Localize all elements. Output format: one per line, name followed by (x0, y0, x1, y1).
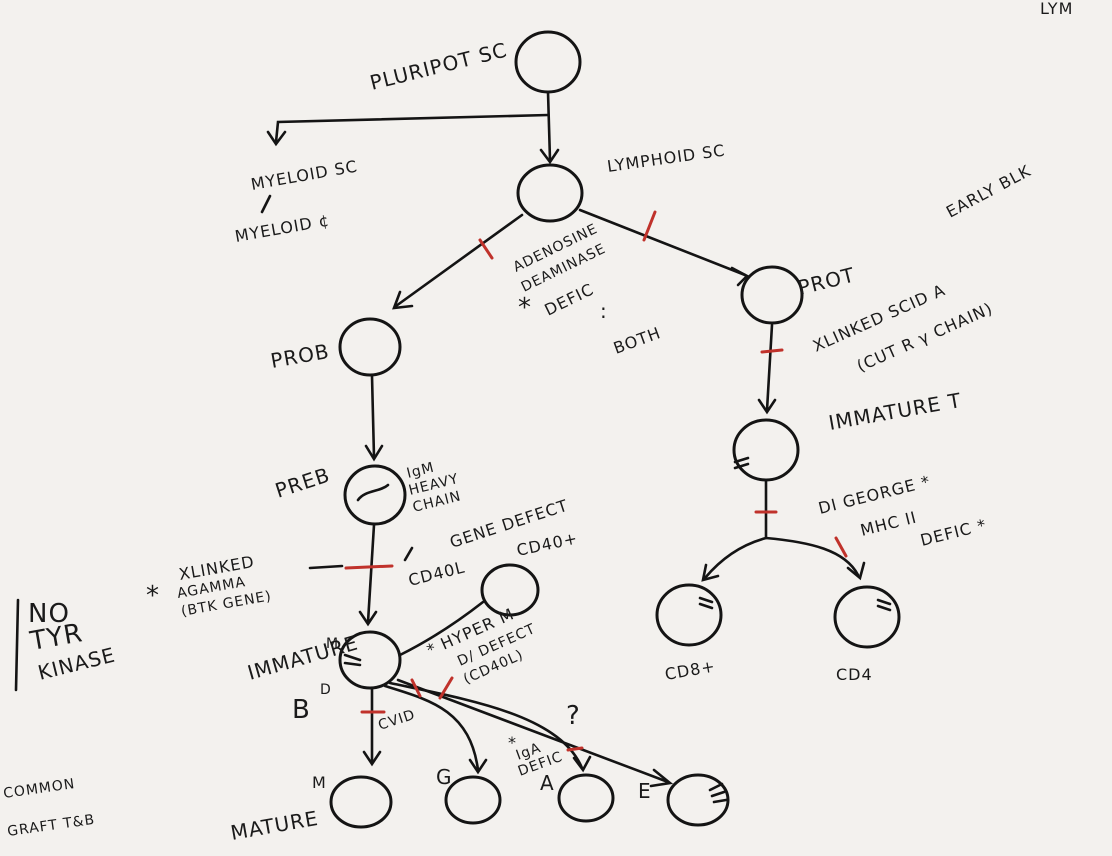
arrowhead (757, 398, 777, 415)
gene-defect-pointer (403, 546, 414, 562)
arrowhead (362, 750, 382, 767)
pre-b-note-1: IgM (405, 460, 436, 482)
block-immature-b-to-a (438, 676, 454, 700)
arrowhead (730, 266, 750, 287)
immature-b-receptor-mark (343, 653, 362, 667)
arrowhead (364, 444, 384, 462)
arrowhead (539, 148, 560, 165)
arrowhead (572, 755, 592, 773)
label-myeloid-sc: MYELOID SC (249, 156, 359, 193)
arrow-myeloid-to-cell (260, 194, 272, 214)
label-cd8: CD8+ (663, 656, 717, 684)
question-mark: ? (566, 701, 581, 731)
pro-b-cell (338, 317, 402, 377)
mhc-line-1: MHC II (858, 508, 918, 540)
cd8-receptor-mark (698, 596, 714, 610)
label-cd4: CD4 (836, 665, 873, 684)
arrow-prob-to-preb (370, 374, 376, 459)
arrow-lymphoid-to-prob (394, 213, 524, 308)
arrowhead (846, 561, 866, 581)
no-tyr-1: NO (28, 599, 70, 629)
xlinked-pointer (308, 564, 344, 570)
marker-m: M (326, 636, 339, 652)
block-to-iga (566, 746, 584, 752)
arrow-immature-b-to-g (383, 684, 480, 772)
corner-label: LYM (1040, 0, 1073, 18)
block-immature-b-to-g (410, 678, 422, 698)
label-pluripotent: PLURIPOT SC (367, 38, 509, 95)
label-myeloid-cell: MYELOID ¢ (233, 211, 331, 246)
arrow-preb-to-immature-b (366, 523, 376, 624)
arrowhead (358, 610, 378, 627)
lymphoid-stem-cell (516, 163, 584, 223)
label-iso-m: M (312, 773, 327, 792)
combined-sub: GRAFT T&B (6, 812, 96, 840)
arrowhead (266, 130, 287, 147)
arrow-prot-to-immature-t (765, 323, 774, 412)
marker-d: D (320, 682, 332, 698)
label-mature: MATURE (229, 806, 321, 845)
early-blk: EARLY BLK (943, 161, 1034, 222)
label-iso-g: G (436, 765, 453, 789)
iga-star: * (508, 733, 517, 752)
label-immature-t: IMMATURE T (827, 388, 964, 435)
common-variable: COMMON (2, 776, 76, 802)
arrow-immature-t-to-cd8 (703, 479, 768, 580)
bracket-line (14, 598, 20, 692)
block-lymphoid-to-prot (642, 210, 657, 242)
arrowhead (392, 290, 414, 310)
cd8-t-cell (655, 583, 723, 647)
cd4-t-cell (833, 585, 901, 649)
igg-cell (444, 775, 502, 825)
adenosine-line-3: DEFIC (541, 279, 597, 319)
label-pre-b: PREB (272, 463, 333, 503)
immature-t-cell (732, 418, 800, 482)
ige-cell (666, 773, 730, 827)
label-iso-e: E (638, 779, 652, 803)
label-pro-t: PROT (795, 263, 857, 300)
label-lymphoid-sc: LYMPHOID SC (606, 141, 727, 176)
cd40-cell (480, 563, 540, 617)
arrow-pluri-to-lymphoid (546, 90, 552, 162)
ige-receptor-mark (708, 782, 728, 804)
label-immature-b: IMMATURE (245, 630, 361, 684)
label-cd40-cell: CD40+ (515, 528, 580, 560)
arrowhead (701, 563, 720, 582)
label-pro-b: PROB (269, 339, 332, 373)
line-immature-b-to-cd40 (398, 600, 485, 657)
label-iso-a: A (540, 771, 555, 795)
pro-t-cell (740, 265, 804, 325)
block-immature-t-to-cd4 (834, 536, 848, 558)
block-lymphoid-to-prob (478, 238, 494, 260)
immature-t-receptor-mark (733, 456, 750, 470)
arrow-immature-b-to-e (396, 678, 670, 784)
pluripotent-stem-cell (514, 30, 582, 94)
cd4-receptor-mark (876, 598, 892, 612)
cd40l-label: CD40L (406, 557, 467, 589)
block-prot-to-immature-t (760, 348, 784, 354)
pre-b-cell (343, 464, 407, 526)
xlinked-star: * (146, 581, 160, 611)
immature-b-cell (338, 630, 402, 690)
iga-cell (557, 773, 615, 823)
label-immature-b-letter: B (292, 695, 311, 725)
arrowhead (649, 768, 674, 788)
adenosine-star: * (518, 293, 532, 323)
arrow-immature-t-to-cd4 (764, 536, 860, 577)
label-both: BOTH (611, 323, 664, 358)
mhc-line-2: DEFIC * (918, 515, 988, 550)
mature-igm-cell (329, 775, 393, 829)
pre-b-heavy-chain-mark (356, 483, 390, 502)
digeorge: DI GEORGE * (816, 472, 932, 518)
arrow-pluri-to-myeloid (274, 113, 550, 144)
arrowhead (468, 758, 488, 775)
arrow-lymphoid-to-prot (578, 208, 747, 277)
block-preb-to-immature-b (344, 564, 394, 570)
scid-dots: : (600, 299, 608, 323)
